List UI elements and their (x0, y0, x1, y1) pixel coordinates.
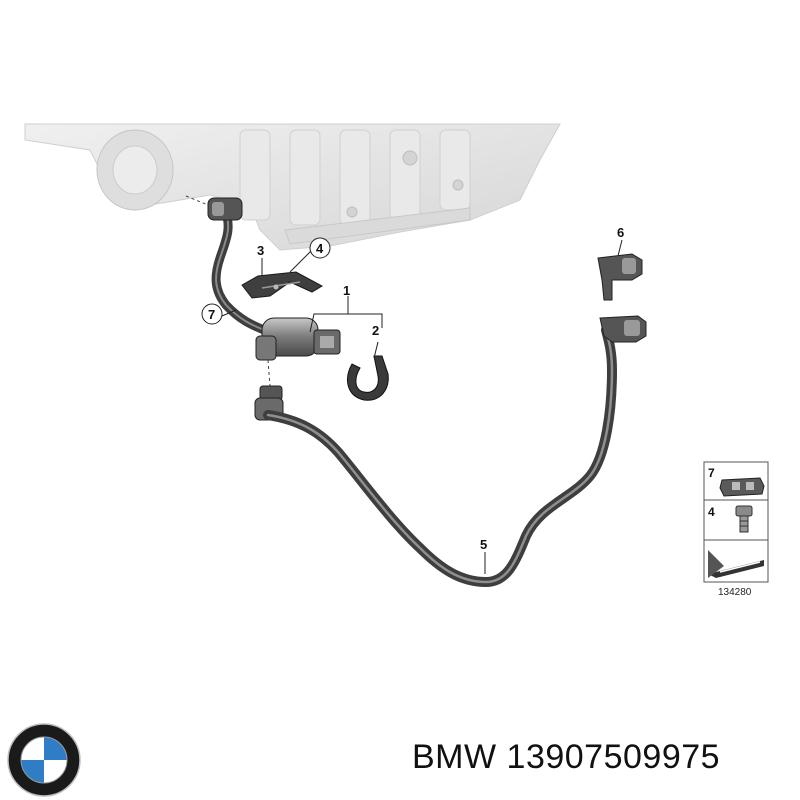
callout-7-circle (201, 303, 223, 325)
intake-manifold (24, 123, 561, 251)
brand-name: BMW (412, 738, 497, 776)
reference-number: 134280 (718, 587, 752, 598)
elbow-connector (597, 253, 643, 301)
leader-lines (221, 239, 623, 574)
callout-4: 4 (316, 241, 324, 256)
parts-legend: 7 4 134280 (703, 461, 769, 598)
part-number: 13907509975 (506, 738, 721, 776)
callout-4-circle (309, 237, 331, 259)
valve (255, 317, 341, 361)
callout-2: 2 (372, 323, 379, 338)
bracket (241, 271, 324, 299)
main-hose (263, 325, 618, 588)
callout-1: 1 (343, 283, 350, 298)
legend-label-4: 4 (708, 505, 715, 519)
tool-icon (708, 550, 764, 578)
callout-6: 6 (617, 225, 624, 240)
bolt-icon (735, 505, 753, 533)
callout-7: 7 (208, 307, 215, 322)
upper-hose (211, 205, 269, 335)
legend-label-7: 7 (708, 466, 715, 480)
manifold-connector (185, 195, 243, 221)
clamp-ring (347, 355, 389, 401)
callout-5: 5 (480, 537, 487, 552)
callouts: 1 2 3 4 5 6 7 (201, 225, 624, 552)
bmw-logo (7, 723, 81, 797)
hose-end-connector (599, 315, 647, 343)
callout-3: 3 (257, 243, 264, 258)
part-caption: BMW 13907509975 (412, 738, 720, 777)
hose-clip-icon (719, 477, 765, 497)
